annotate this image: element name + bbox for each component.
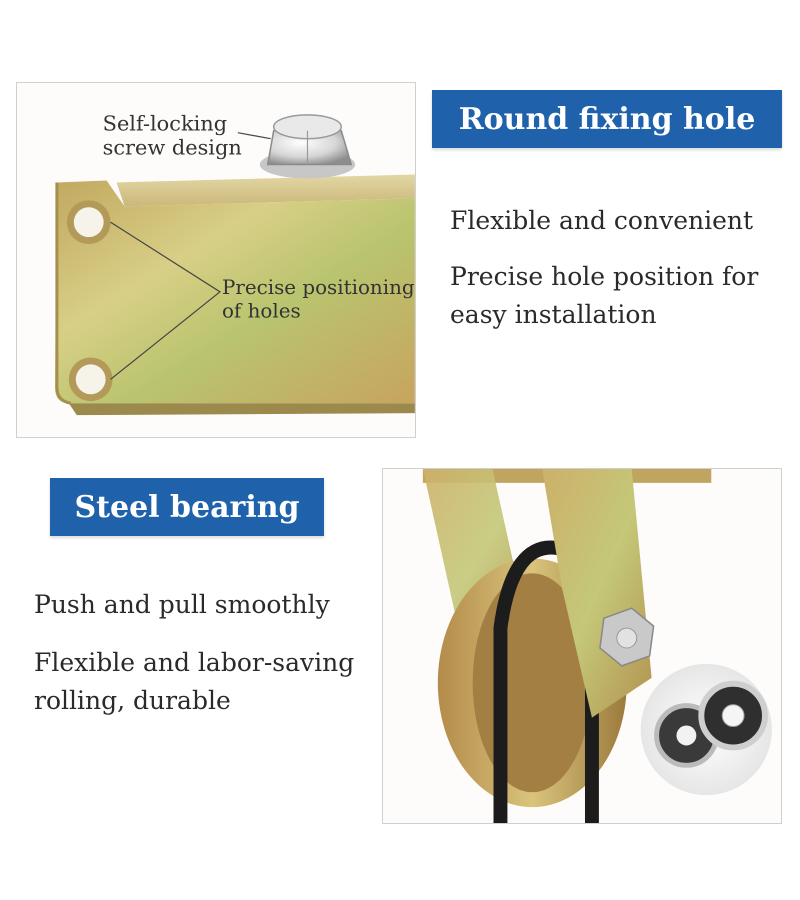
bracket-photo: Self-locking screw design Precise positi… xyxy=(16,82,416,438)
bracket-bottom-edge xyxy=(68,403,415,416)
holes-callout-label-1: Precise positioning xyxy=(222,276,415,299)
bearing-bore-back xyxy=(676,725,697,746)
bracket-illustration: Self-locking screw design Precise positi… xyxy=(54,112,415,416)
holes-callout-line xyxy=(110,221,222,380)
pulley-illustration xyxy=(422,469,772,823)
feature-flexible-convenient: Flexible and convenient xyxy=(450,206,754,235)
round-fixing-hole-badge: Round fixing hole xyxy=(432,90,782,148)
bracket-front-face xyxy=(54,180,415,404)
mounting-hole-bottom xyxy=(75,364,106,395)
bracket-top-face xyxy=(116,174,415,207)
screw-callout-label-2: screw design xyxy=(103,136,242,160)
feature-labor-saving-rolling: Flexible and labor-saving rolling, durab… xyxy=(34,648,355,715)
screw-callout-line xyxy=(237,132,271,140)
bearing-bore-front xyxy=(721,704,745,728)
screw-callout-label-1: Self-locking xyxy=(103,112,227,136)
steel-bearing-badge: Steel bearing xyxy=(50,478,324,536)
pulley-photo xyxy=(382,468,782,824)
mounting-hole-top xyxy=(73,207,104,238)
feature-precise-hole-position: Precise hole position for easy installat… xyxy=(450,262,759,329)
bracket-flange-edge xyxy=(55,182,72,405)
feature-push-pull-smoothly: Push and pull smoothly xyxy=(34,590,330,619)
bolt-center xyxy=(616,627,638,649)
holes-callout-label-2: of holes xyxy=(222,300,301,323)
